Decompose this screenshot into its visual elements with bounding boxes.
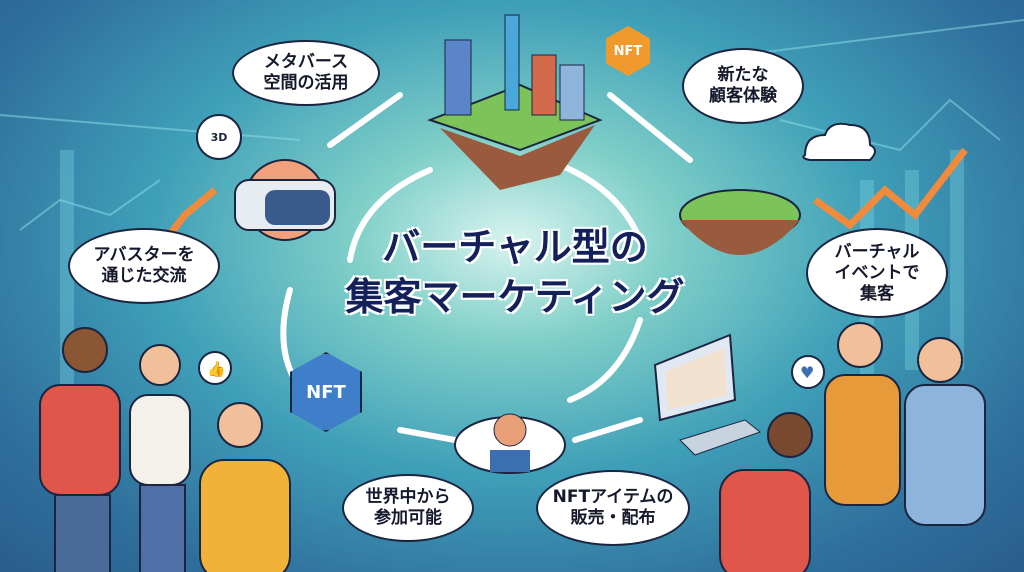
bubble-virtual-event: バーチャル イベントで 集客 xyxy=(806,228,948,318)
city-island xyxy=(427,14,603,190)
vr-headset-avatar xyxy=(234,159,336,241)
people-group-left xyxy=(39,327,291,572)
community-island xyxy=(679,189,801,255)
support-cloud xyxy=(454,413,566,474)
title-line-1: バーチャル型の xyxy=(382,225,648,269)
heart-icon xyxy=(791,355,825,389)
cycle-arrows xyxy=(280,92,693,443)
3d-cube-icon: 3D xyxy=(196,114,242,160)
bubble-nft-items: NFTアイテムの 販売・配布 xyxy=(536,470,690,546)
like-icon xyxy=(198,351,232,385)
page-title: バーチャル型の 集客マーケティング xyxy=(300,222,730,322)
bubble-avatar: アバスターを 通じた交流 xyxy=(68,228,220,304)
title-line-2: 集客マーケティング xyxy=(345,275,685,319)
bubble-metaverse: メタバース 空間の活用 xyxy=(232,40,380,106)
trend-arrow-right xyxy=(812,147,968,230)
bubble-new-experience: 新たな 顧客体験 xyxy=(682,48,804,124)
nft-badge-left: NFT xyxy=(290,352,362,432)
cloud-upload-icon xyxy=(802,122,876,161)
svg-text:♥: ♥ xyxy=(800,363,814,382)
people-group-right xyxy=(719,322,986,572)
computer-monitor xyxy=(653,333,762,456)
svg-text:👍: 👍 xyxy=(207,360,226,378)
bubble-worldwide: 世界中から 参加可能 xyxy=(342,474,474,542)
